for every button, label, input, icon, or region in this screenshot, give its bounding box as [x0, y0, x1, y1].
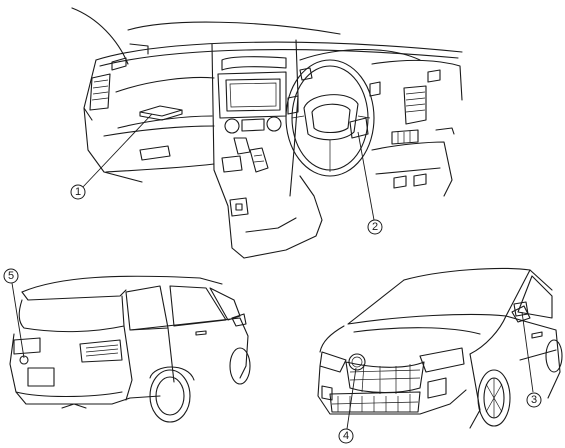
callout-2: 2: [357, 131, 383, 235]
rear-view-car-illustration: [9, 275, 251, 423]
callout-5: 5: [3, 268, 25, 359]
callout-3-label: 3: [531, 394, 537, 406]
front-view-car-illustration: [317, 267, 563, 429]
callout-4-label: 4: [343, 430, 349, 442]
callout-5-label: 5: [8, 270, 14, 282]
callout-4: 4: [338, 367, 357, 444]
callout-3: 3: [521, 311, 542, 408]
callout-1: 1: [70, 113, 153, 200]
dashboard-illustration: [71, 7, 463, 259]
callout-1-label: 1: [75, 186, 81, 198]
callout-2-label: 2: [372, 221, 378, 233]
